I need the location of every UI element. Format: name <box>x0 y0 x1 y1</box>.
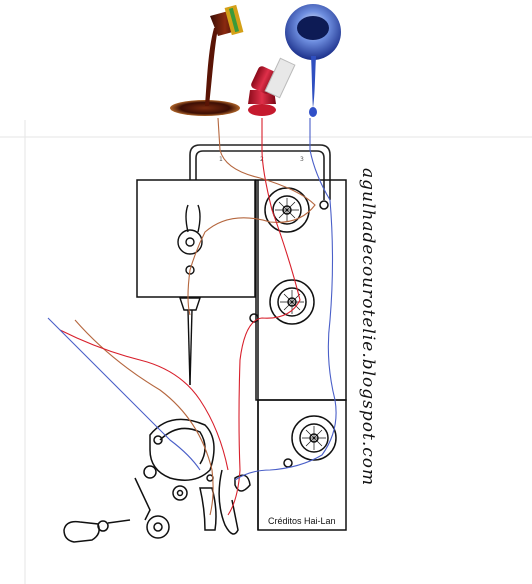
blog-watermark: agulhadecourotelie.blogspot.com <box>358 168 378 487</box>
looper-assembly <box>63 418 251 543</box>
brown-polish-pour-icon <box>170 4 244 116</box>
thread-number-1: 1 <box>219 156 223 163</box>
brown-thread <box>74 117 316 516</box>
needle-assembly <box>177 204 203 386</box>
machine-body <box>136 179 347 531</box>
tension-dial-2 <box>249 279 315 325</box>
thread-numbers: 1 2 3 <box>219 156 304 163</box>
credits-label: Créditos Hai-Lan <box>268 516 336 526</box>
blue-polish-pour-icon <box>285 4 341 117</box>
page-frame <box>0 120 532 584</box>
tension-dial-3 <box>283 415 337 468</box>
blue-thread <box>47 118 337 481</box>
thread-stand <box>189 144 331 200</box>
thread-paths <box>47 117 337 516</box>
red-thread <box>59 118 301 516</box>
red-polish-bottle-icon <box>248 57 296 116</box>
needle-head-box <box>136 179 256 298</box>
tension-dial-1 <box>264 187 329 233</box>
thread-number-3: 3 <box>300 156 304 163</box>
